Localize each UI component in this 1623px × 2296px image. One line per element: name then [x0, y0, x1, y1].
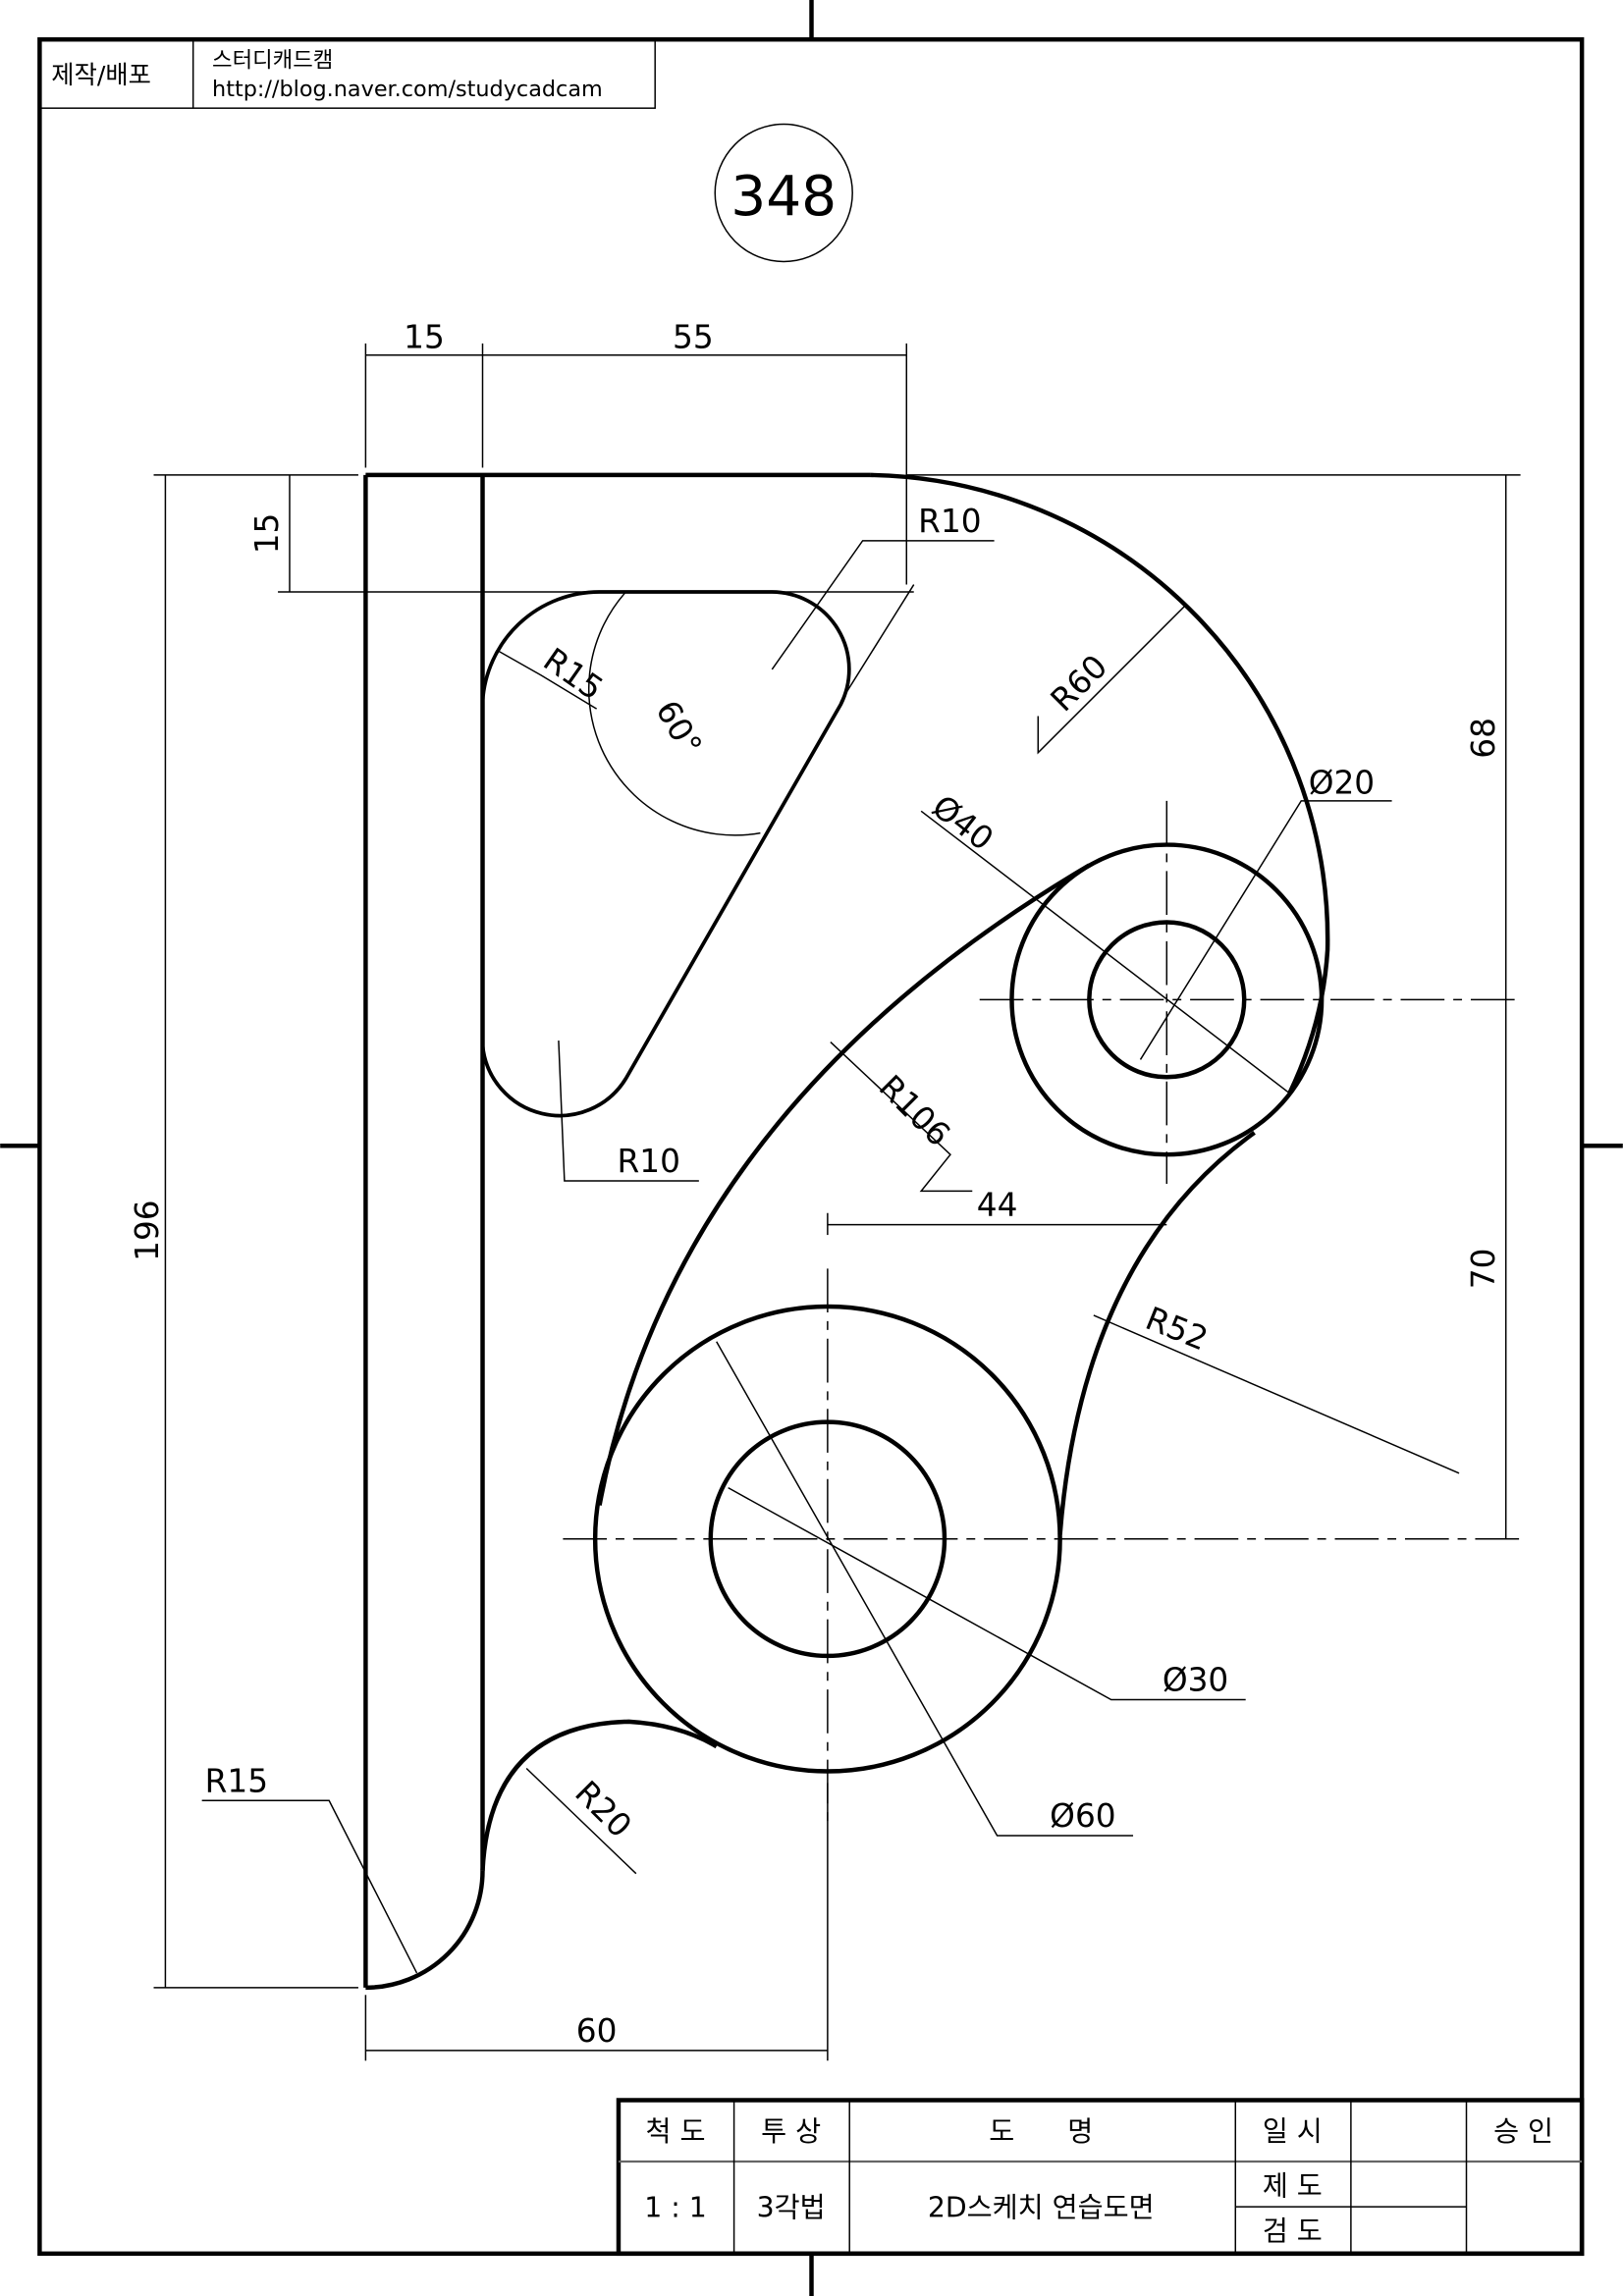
- drawing-name: 2D스케치 연습도면: [928, 2192, 1155, 2224]
- header-box: 제작/배포 스터디캐드캠 http://blog.naver.com/study…: [38, 38, 656, 109]
- dim-r60: R60: [1044, 648, 1114, 719]
- dim-angle-60: 60°: [648, 694, 709, 762]
- dim-55: 55: [673, 318, 714, 355]
- dim-dia30: Ø30: [1163, 1662, 1228, 1699]
- dimension-labels: 15 55 15 R10 R15 60° R60 68 Ø20 Ø40 R10 …: [129, 318, 1502, 2050]
- dim-15-top: 15: [404, 318, 445, 355]
- projection-label: 투 상: [761, 2115, 821, 2148]
- name-label: 도 명: [989, 2115, 1093, 2148]
- center-lines: [563, 800, 1521, 1828]
- date-label: 일 시: [1263, 2115, 1323, 2148]
- dim-44: 44: [977, 1187, 1018, 1224]
- dimension-lines: [153, 343, 1521, 2061]
- dim-dia60: Ø60: [1050, 1797, 1115, 1835]
- dim-r15-bottom: R15: [205, 1762, 268, 1799]
- part-outline: [363, 472, 1330, 1991]
- header-url: http://blog.naver.com/studycadcam: [212, 77, 603, 102]
- dim-r15-slot: R15: [536, 641, 610, 708]
- dim-196: 196: [129, 1200, 166, 1261]
- dim-60: 60: [576, 2012, 618, 2050]
- dim-15-left: 15: [248, 513, 286, 555]
- dim-68: 68: [1465, 718, 1502, 759]
- dim-r106: R106: [872, 1068, 957, 1153]
- title-block: 척 도 투 상 도 명 일 시 승 인 1 : 1 3각법 2D스케치 연습도면…: [616, 2098, 1585, 2257]
- dim-r52: R52: [1140, 1300, 1213, 1358]
- dim-r10-bottom: R10: [617, 1143, 679, 1180]
- drawn-label: 제 도: [1263, 2169, 1323, 2202]
- checked-label: 검 도: [1263, 2215, 1323, 2247]
- drawing-number: 348: [730, 164, 837, 229]
- dim-70: 70: [1465, 1248, 1502, 1289]
- approve-label: 승 인: [1493, 2115, 1553, 2148]
- header-label: 제작/배포: [51, 61, 151, 89]
- scale-label: 척 도: [646, 2115, 706, 2148]
- dim-r20: R20: [568, 1774, 638, 1844]
- dim-dia20: Ø20: [1309, 764, 1375, 801]
- dim-dia40: Ø40: [925, 788, 1001, 858]
- sheet-border: [37, 36, 1585, 2257]
- header-org: 스터디캐드캠: [212, 47, 333, 73]
- drawing-number-circle: [714, 123, 853, 263]
- projection-value: 3각법: [757, 2192, 826, 2224]
- dim-r10-top: R10: [918, 503, 981, 540]
- scale-value: 1 : 1: [644, 2192, 706, 2224]
